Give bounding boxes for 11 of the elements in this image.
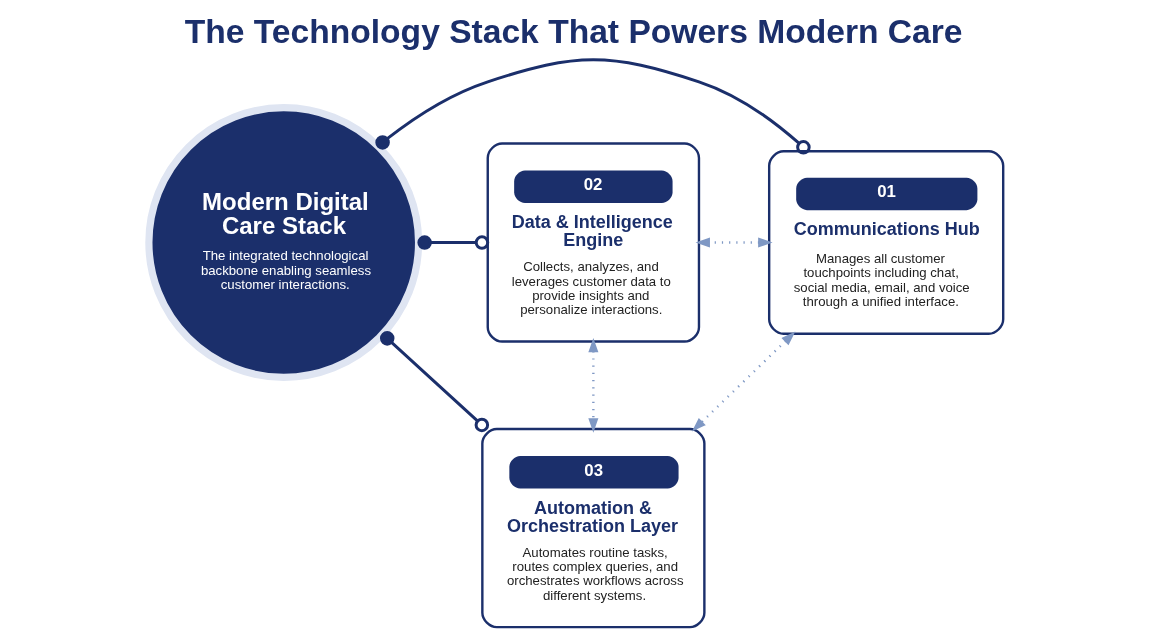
arrow <box>691 331 796 432</box>
node-box: 03 Automation & Orchestration Layer Automates routine tasks, routes complex queries, and orchestrates workflows across different systems. <box>481 427 706 629</box>
node-box: 02 Data & Intelligence Engine Collects, analyzes, and leverages customer data to provide insights and personalize interactions. <box>486 142 701 343</box>
connector <box>417 235 490 250</box>
node-box: 01 Communications Hub Manages all customer touchpoints including chat, social media, email, and voice through a unified interface. <box>767 150 1005 335</box>
diagram-title: The Technology Stack That Powers Modern Care <box>184 13 963 51</box>
connector <box>375 58 811 155</box>
node-circle: Modern Digital Care Stack The integrated technological backbone enabling seamless customer interactions. <box>145 104 423 381</box>
arrow <box>588 337 599 433</box>
arrow <box>695 237 773 248</box>
connector <box>379 331 490 433</box>
